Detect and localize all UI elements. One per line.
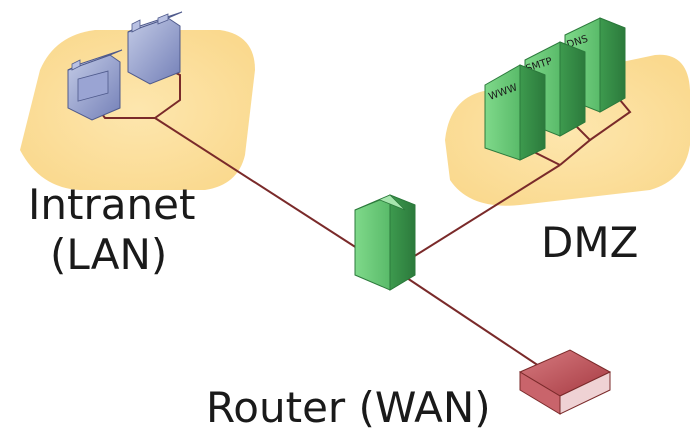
- lan-to-firewall-link: [154, 117, 361, 251]
- firewall-server: [354, 194, 416, 291]
- lan-workstation-1: [67, 49, 123, 121]
- firewall-to-router-link: [394, 269, 546, 371]
- dmz-link-dns: [589, 99, 632, 141]
- router-device: [518, 349, 612, 415]
- intranet-label-line1: Intranet: [28, 180, 196, 229]
- intranet-label-line2: (LAN): [50, 230, 168, 279]
- www-server: WWW: [484, 64, 546, 161]
- router-label: Router (WAN): [206, 383, 491, 432]
- lan-workstation-2: [127, 11, 183, 85]
- dmz-zone-label: DMZ: [541, 218, 639, 267]
- intranet-zone-label: Intranet (LAN): [28, 180, 195, 280]
- dmz-to-firewall-link: [404, 164, 561, 263]
